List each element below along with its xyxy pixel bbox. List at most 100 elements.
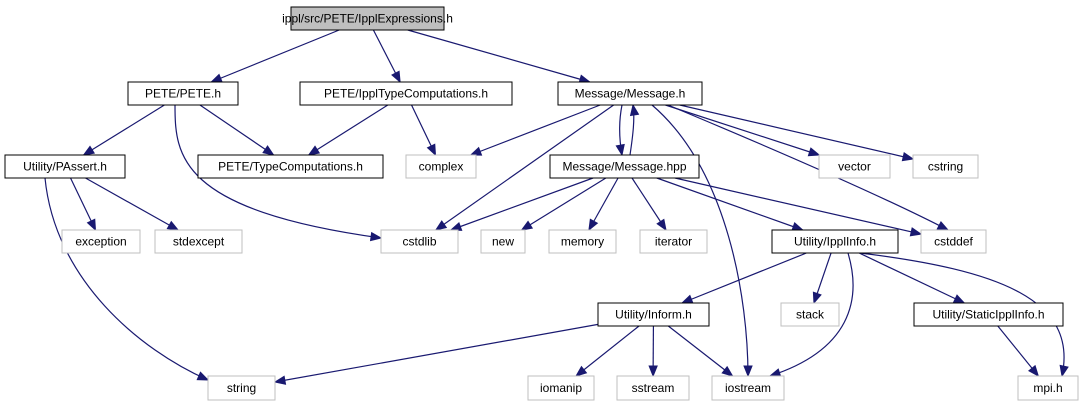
node-box (597, 302, 710, 327)
edge-msghpp-to-memory (588, 177, 619, 232)
node-box (780, 302, 840, 327)
node-box (380, 229, 459, 254)
edge-arrowhead (721, 365, 734, 377)
node-cstddef: cstddef (920, 229, 987, 254)
node-iostream: iostream (711, 375, 785, 401)
edge-ippltc-to-typecomp (307, 104, 389, 156)
edge-arrowhead (629, 103, 640, 117)
node-pete[interactable]: PETE/PETE.h (127, 81, 239, 106)
edge-inform-to-sstream (648, 325, 658, 378)
edge-line (667, 104, 949, 231)
node-inform[interactable]: Utility/Inform.h (597, 302, 710, 327)
node-iterator: iterator (639, 229, 708, 254)
edge-line (769, 252, 854, 377)
node-exception: exception (61, 229, 141, 254)
nodes-layer: ippl/src/PETE/IpplExpressions.hPETE/PETE… (4, 6, 1079, 401)
edge-msghpp-to-iterator (631, 177, 667, 232)
node-label: stack (796, 308, 825, 322)
edge-arrowhead (86, 218, 97, 232)
node-label: PETE/PETE.h (145, 87, 221, 101)
node-label: Utility/IpplInfo.h (794, 235, 876, 249)
node-box (771, 229, 899, 254)
node-typecomp[interactable]: PETE/TypeComputations.h (197, 154, 384, 179)
node-label: Utility/PAssert.h (23, 160, 107, 174)
edge-line (665, 104, 820, 156)
edge-passert-to-stdexcept (85, 177, 180, 231)
node-vector: vector (818, 154, 891, 179)
node-label: cstring (928, 160, 963, 174)
edge-arrowhead (434, 220, 448, 231)
edge-pete-to-cstdlib (174, 104, 383, 242)
edge-pete-to-typecomp (199, 104, 275, 156)
edge-ipplinfo-to-inform (680, 252, 807, 304)
edge-msgh-to-complex (469, 104, 601, 156)
node-box (290, 6, 445, 31)
node-staticippl[interactable]: Utility/StaticIpplInfo.h (913, 302, 1064, 327)
node-string: string (207, 375, 276, 401)
edge-msgh-to-cstdlib (434, 104, 614, 231)
node-stdexcept: stdexcept (154, 229, 243, 254)
node-label: PETE/TypeComputations.h (218, 160, 363, 174)
node-box (557, 81, 703, 106)
edge-line (859, 252, 1065, 377)
node-label: Message/Message.h (575, 87, 686, 101)
edge-arrowhead (648, 365, 658, 378)
edge-line (199, 104, 274, 156)
node-box (207, 375, 276, 401)
edge-line (83, 104, 165, 156)
node-box (616, 375, 690, 401)
edge-msghpp-to-ipplinfo (656, 177, 804, 231)
edge-staticippl-to-mpi (997, 325, 1040, 378)
node-label: exception (75, 235, 126, 249)
node-label: memory (561, 235, 604, 249)
node-box (711, 375, 785, 401)
edge-line (651, 104, 749, 377)
edge-arrowhead (575, 365, 588, 377)
node-label: complex (419, 160, 464, 174)
node-label: PETE/IpplTypeComputations.h (324, 87, 488, 101)
node-sstream: sstream (616, 375, 690, 401)
edge-line (450, 177, 594, 231)
edge-inform-to-iomanip (575, 325, 640, 377)
node-ipplinfo[interactable]: Utility/IpplInfo.h (771, 229, 899, 254)
edge-root-to-ippltc (372, 29, 401, 84)
node-label: iomanip (540, 381, 582, 395)
edge-line (274, 323, 599, 383)
edge-ipplinfo-to-mpi (859, 252, 1069, 378)
node-iomanip: iomanip (527, 375, 595, 401)
node-ippltc[interactable]: PETE/IpplTypeComputations.h (299, 81, 513, 106)
edge-line (997, 325, 1039, 377)
edge-arrowhead (469, 146, 483, 156)
edge-arrowhead (426, 143, 437, 157)
node-box (818, 154, 891, 179)
node-passert[interactable]: Utility/PAssert.h (4, 154, 126, 179)
node-label: iostream (725, 381, 771, 395)
node-label: string (227, 381, 256, 395)
edge-arrowhead (680, 294, 694, 304)
node-stack: stack (780, 302, 840, 327)
node-label: sstream (632, 381, 675, 395)
node-msghpp[interactable]: Message/Message.hpp (549, 154, 700, 179)
edges-layer (44, 29, 1069, 385)
edge-line (211, 29, 340, 83)
edge-arrowhead (936, 220, 950, 231)
edge-line (44, 177, 209, 381)
edge-ippltc-to-complex (410, 104, 437, 157)
edge-arrowhead (909, 227, 923, 237)
edge-line (521, 177, 607, 231)
edge-arrowhead (952, 294, 966, 304)
node-box (197, 154, 384, 179)
edge-msghpp-to-cstddef (674, 177, 923, 237)
node-msgh[interactable]: Message/Message.h (557, 81, 703, 106)
edge-arrowhead (588, 218, 599, 232)
node-root[interactable]: ippl/src/PETE/IpplExpressions.h (282, 6, 453, 31)
edge-inform-to-iostream (667, 325, 734, 377)
edge-line (667, 325, 733, 377)
node-box (154, 229, 243, 254)
edge-arrowhead (449, 221, 463, 231)
edge-msgh-to-vector (665, 104, 821, 157)
node-cstdlib: cstdlib (380, 229, 459, 254)
edge-root-to-pete (210, 29, 340, 83)
edge-arrowhead (196, 371, 210, 381)
